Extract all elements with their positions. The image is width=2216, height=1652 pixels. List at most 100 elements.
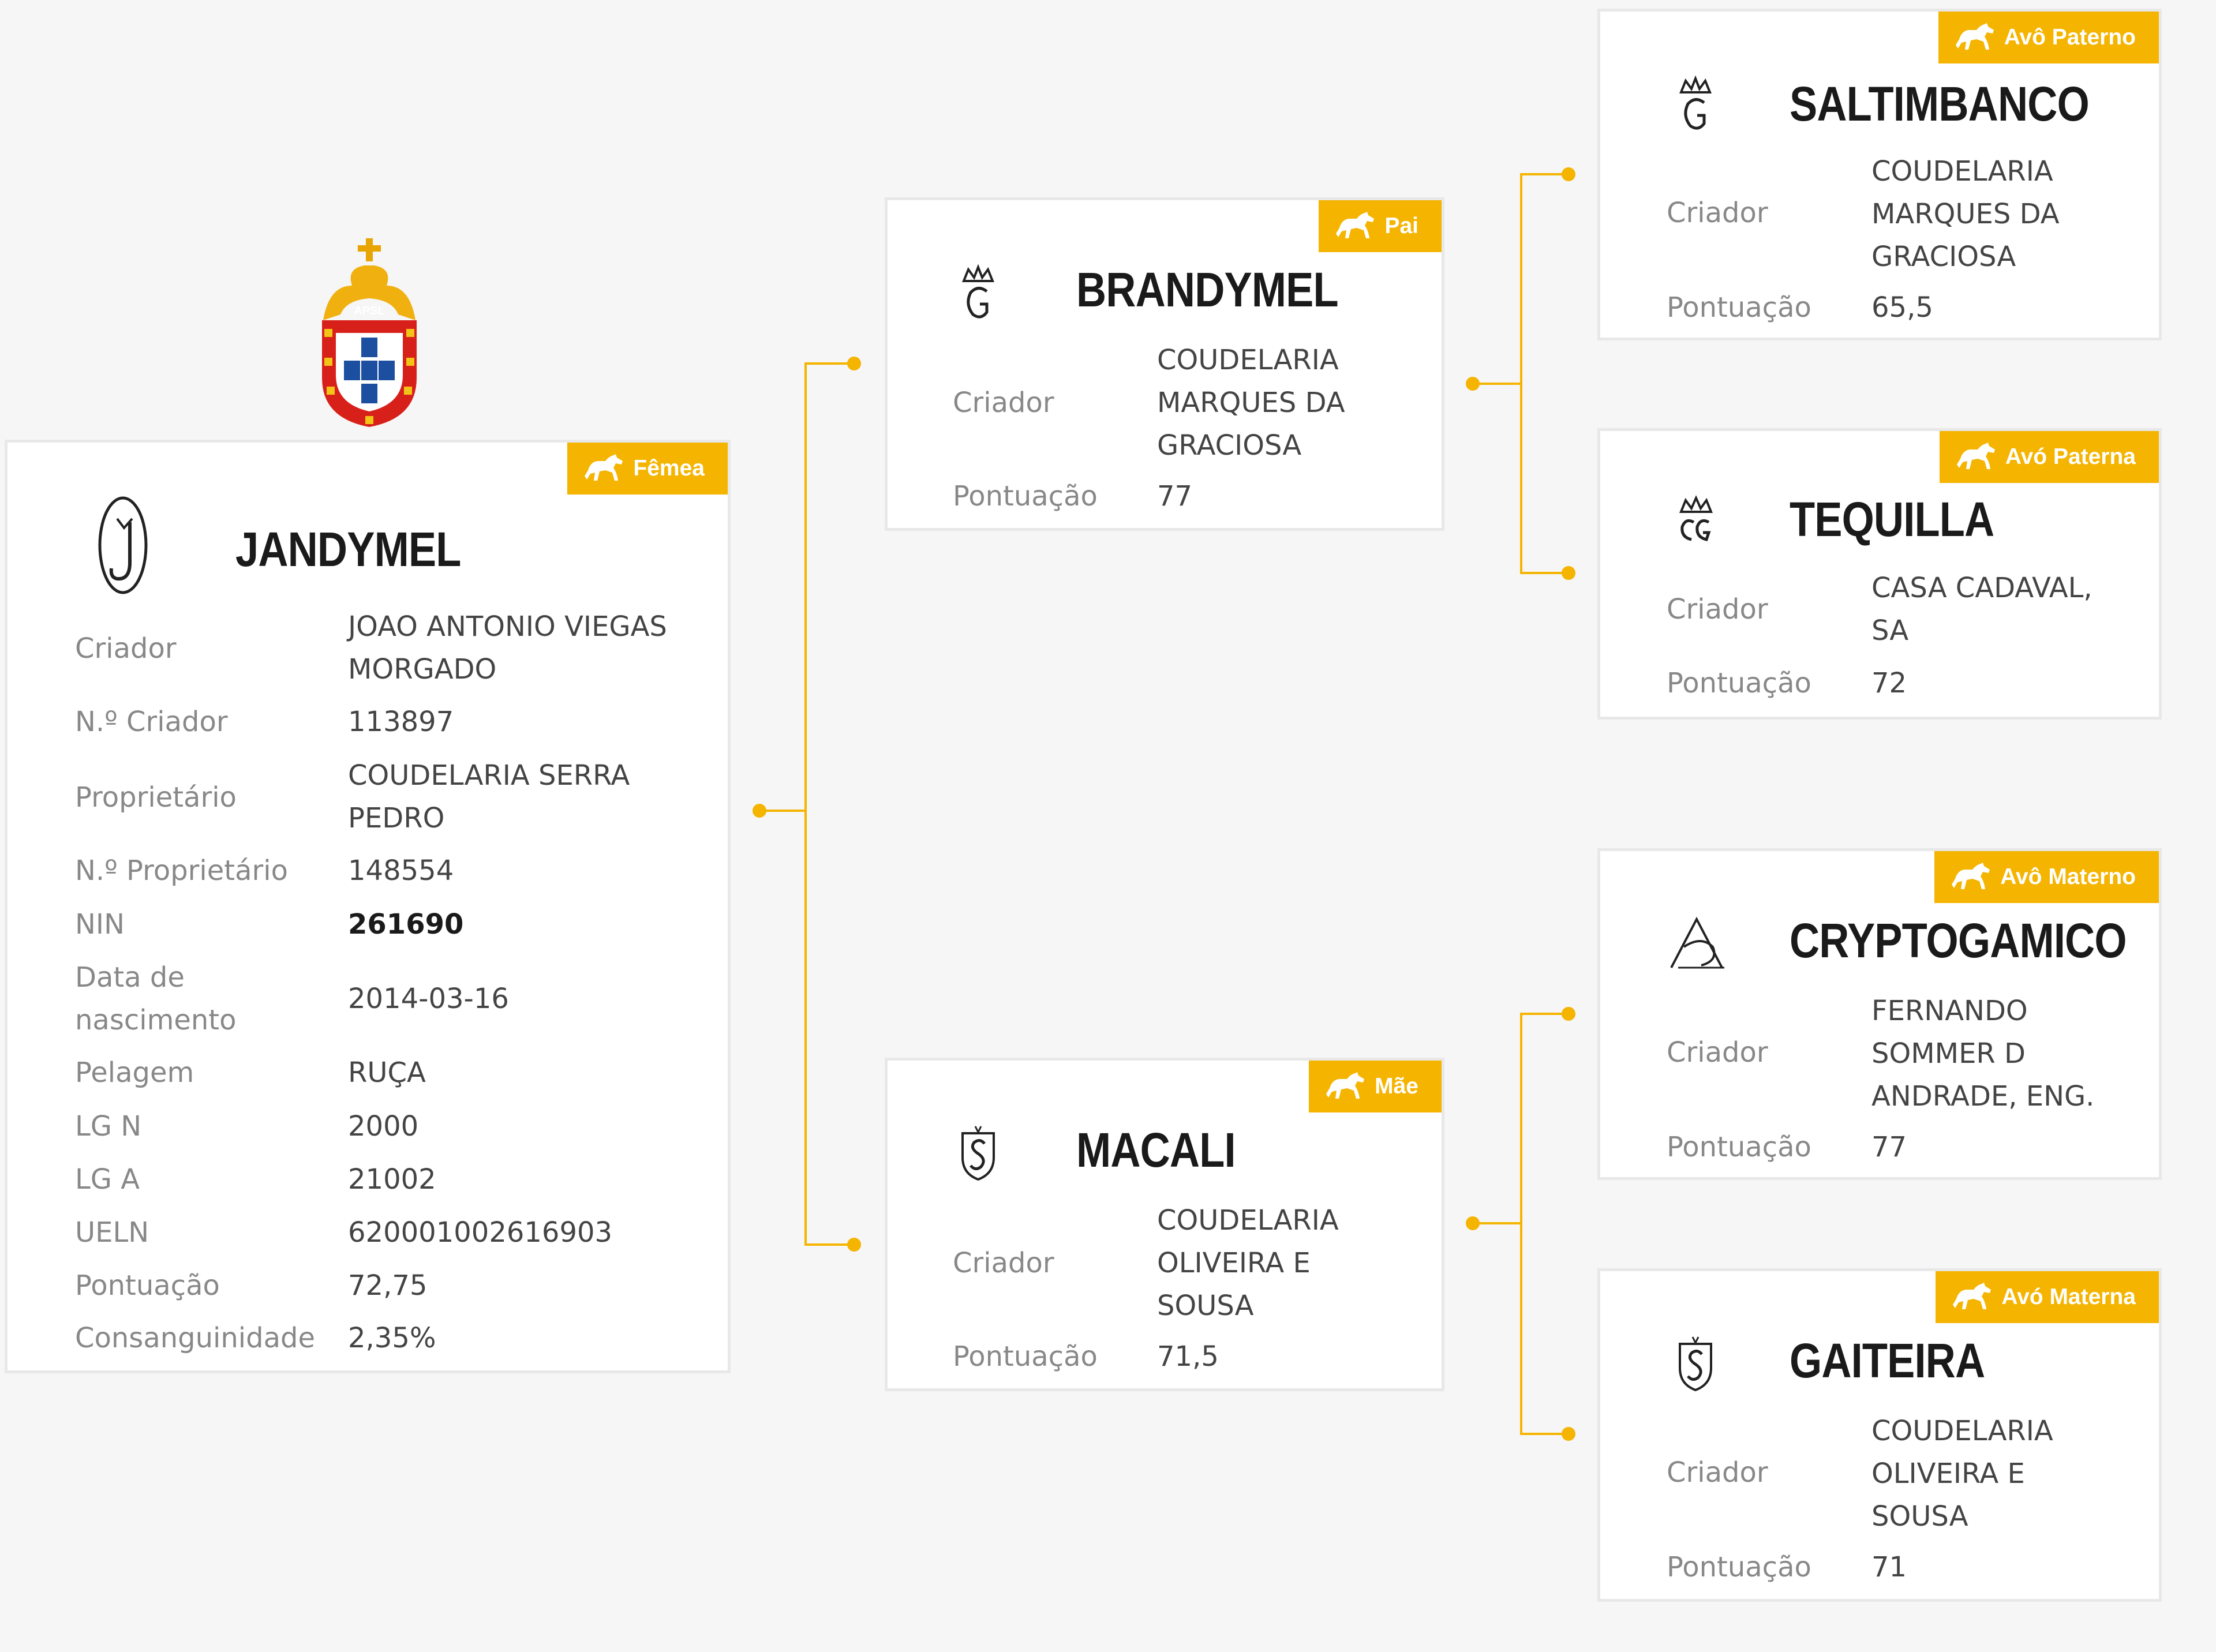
horse-icon: [1952, 863, 1990, 889]
field-value: 71: [1871, 1551, 1907, 1583]
shield-s-brand-icon: [961, 1126, 995, 1181]
relation-badge: Avô Materno: [1934, 851, 2159, 903]
crown-g-brand-icon: [962, 264, 994, 319]
badge-label: Avô Materno: [2000, 864, 2136, 889]
parent-card-mae[interactable]: Mãe MACALI Criador COUDELARIA OLIVEIRA E…: [885, 1058, 1444, 1391]
horse-icon: [1956, 443, 1995, 469]
field-label: Pontuação: [1667, 1551, 1811, 1583]
field-label: Consanguinidade: [75, 1322, 316, 1354]
crown-g-brand-icon: [1679, 75, 1712, 130]
field-label: Criador: [1667, 1036, 1768, 1069]
field-value: COUDELARIA: [1157, 344, 1339, 376]
brand-j-icon: [98, 496, 148, 594]
horse-name: BRANDYMEL: [1076, 263, 1339, 317]
field-value: FERNANDO: [1871, 995, 2028, 1027]
field-value: 113897: [348, 706, 454, 738]
field-value: SA: [1871, 615, 1909, 647]
crown-cg-brand-icon: [1679, 495, 1713, 541]
field-label: N.º Proprietário: [75, 855, 288, 887]
field-value: COUDELARIA: [1871, 1415, 2053, 1447]
field-label: Pontuação: [1667, 1131, 1811, 1163]
field-label: Criador: [953, 1247, 1054, 1279]
field-value: SOMMER D: [1871, 1037, 2026, 1070]
field-label: Criador: [953, 387, 1054, 419]
grandparent-card-avo-materno[interactable]: Avô Materno CRYPTOGAMICO Criador FERNAND…: [1597, 848, 2162, 1180]
field-value: SOUSA: [1871, 1500, 1968, 1533]
field-label: Criador: [75, 632, 177, 665]
field-value: CASA CADAVAL,: [1871, 572, 2093, 604]
badge-label: Mãe: [1375, 1074, 1418, 1099]
horse-icon: [1955, 23, 1994, 50]
badge-label: Pai: [1384, 213, 1418, 238]
parent-card-pai[interactable]: Pai BRANDYMEL Criador COUDELARIA MARQUES…: [885, 197, 1444, 531]
relation-badge: Avó Paterna: [1939, 431, 2159, 483]
badge-label: Avô Paterno: [2004, 25, 2136, 50]
field-value: 77: [1157, 480, 1193, 512]
horse-icon: [585, 454, 623, 481]
horse-name: CRYPTOGAMICO: [1790, 913, 2127, 968]
field-label: Pontuação: [1667, 291, 1811, 324]
horse-name: GAITEIRA: [1790, 1333, 1985, 1388]
field-value: GRACIOSA: [1871, 241, 2016, 273]
field-label: Pelagem: [75, 1057, 194, 1089]
horse-name: SALTIMBANCO: [1790, 77, 2090, 131]
field-label: LG A: [75, 1163, 140, 1196]
field-value: 2014-03-16: [348, 983, 509, 1015]
badge-label: Avó Paterna: [2005, 444, 2136, 469]
horse-name: MACALI: [1076, 1123, 1236, 1177]
nin-value: 261690: [348, 908, 464, 941]
field-value: SOUSA: [1157, 1290, 1254, 1322]
relation-badge: Avô Paterno: [1938, 12, 2159, 63]
grandparent-card-avo-materna[interactable]: Avó Materna GAITEIRA Criador COUDELARIA …: [1597, 1268, 2162, 1602]
field-label: Pontuação: [1667, 667, 1811, 699]
field-label: NIN: [75, 908, 125, 941]
field-label: nascimento: [75, 1004, 237, 1036]
apsl-crest-icon: APSL: [322, 238, 417, 427]
field-label: Criador: [1667, 1456, 1768, 1489]
shield-s-brand-icon: [1679, 1336, 1712, 1392]
field-label: Pontuação: [953, 480, 1098, 512]
gender-badge: Fêmea: [567, 443, 728, 495]
grandparent-card-avo-paterno[interactable]: Avô Paterno SALTIMBANCO Criador COUDELAR…: [1597, 9, 2162, 340]
monogram-brand-icon: [1670, 916, 1724, 969]
relation-badge: Pai: [1319, 200, 1442, 252]
main-horse-card[interactable]: Fêmea JANDYMEL Criador JOAO ANTONIO VIEG…: [5, 440, 731, 1373]
field-label: Criador: [1667, 197, 1768, 229]
field-value: COUDELARIA: [1871, 155, 2053, 188]
field-value: 71,5: [1157, 1340, 1219, 1373]
grandparent-card-avo-paterna[interactable]: Avó Paterna TEQUILLA Criador CASA CADAVA…: [1597, 428, 2162, 720]
field-value: GRACIOSA: [1157, 429, 1302, 462]
field-value: 2,35%: [348, 1322, 436, 1354]
field-value: JOAO ANTONIO VIEGAS: [348, 610, 667, 643]
horse-icon: [1953, 1283, 1992, 1309]
field-label: LG N: [75, 1110, 142, 1142]
relation-badge: Avó Materna: [1936, 1271, 2159, 1323]
horse-icon: [1326, 1072, 1365, 1099]
field-value: 620001002616903: [348, 1216, 613, 1249]
field-value: MORGADO: [348, 653, 497, 685]
field-value: 65,5: [1871, 291, 1933, 324]
field-value: 77: [1871, 1131, 1907, 1163]
field-value: 148554: [348, 855, 454, 887]
field-label: Pontuação: [75, 1269, 220, 1302]
field-label: Proprietário: [75, 781, 237, 814]
badge-label: Avó Materna: [2001, 1284, 2136, 1309]
field-value: MARQUES DA: [1157, 387, 1345, 419]
field-value: MARQUES DA: [1871, 198, 2060, 230]
field-value: 2000: [348, 1110, 419, 1142]
field-value: COUDELARIA: [1157, 1204, 1339, 1237]
badge-label: Fêmea: [633, 456, 705, 481]
field-value: 72: [1871, 667, 1907, 699]
field-value: OLIVEIRA E: [1157, 1247, 1311, 1279]
horse-name: JANDYMEL: [235, 522, 461, 576]
field-label: Criador: [1667, 593, 1768, 625]
field-value: COUDELARIA SERRA: [348, 759, 630, 792]
horse-name: TEQUILLA: [1790, 492, 1994, 546]
field-value: 72,75: [348, 1269, 428, 1302]
field-value: 21002: [348, 1163, 436, 1196]
field-label: N.º Criador: [75, 706, 228, 738]
field-value: PEDRO: [348, 802, 445, 834]
relation-badge: Mãe: [1309, 1061, 1442, 1112]
field-label: Pontuação: [953, 1340, 1098, 1373]
